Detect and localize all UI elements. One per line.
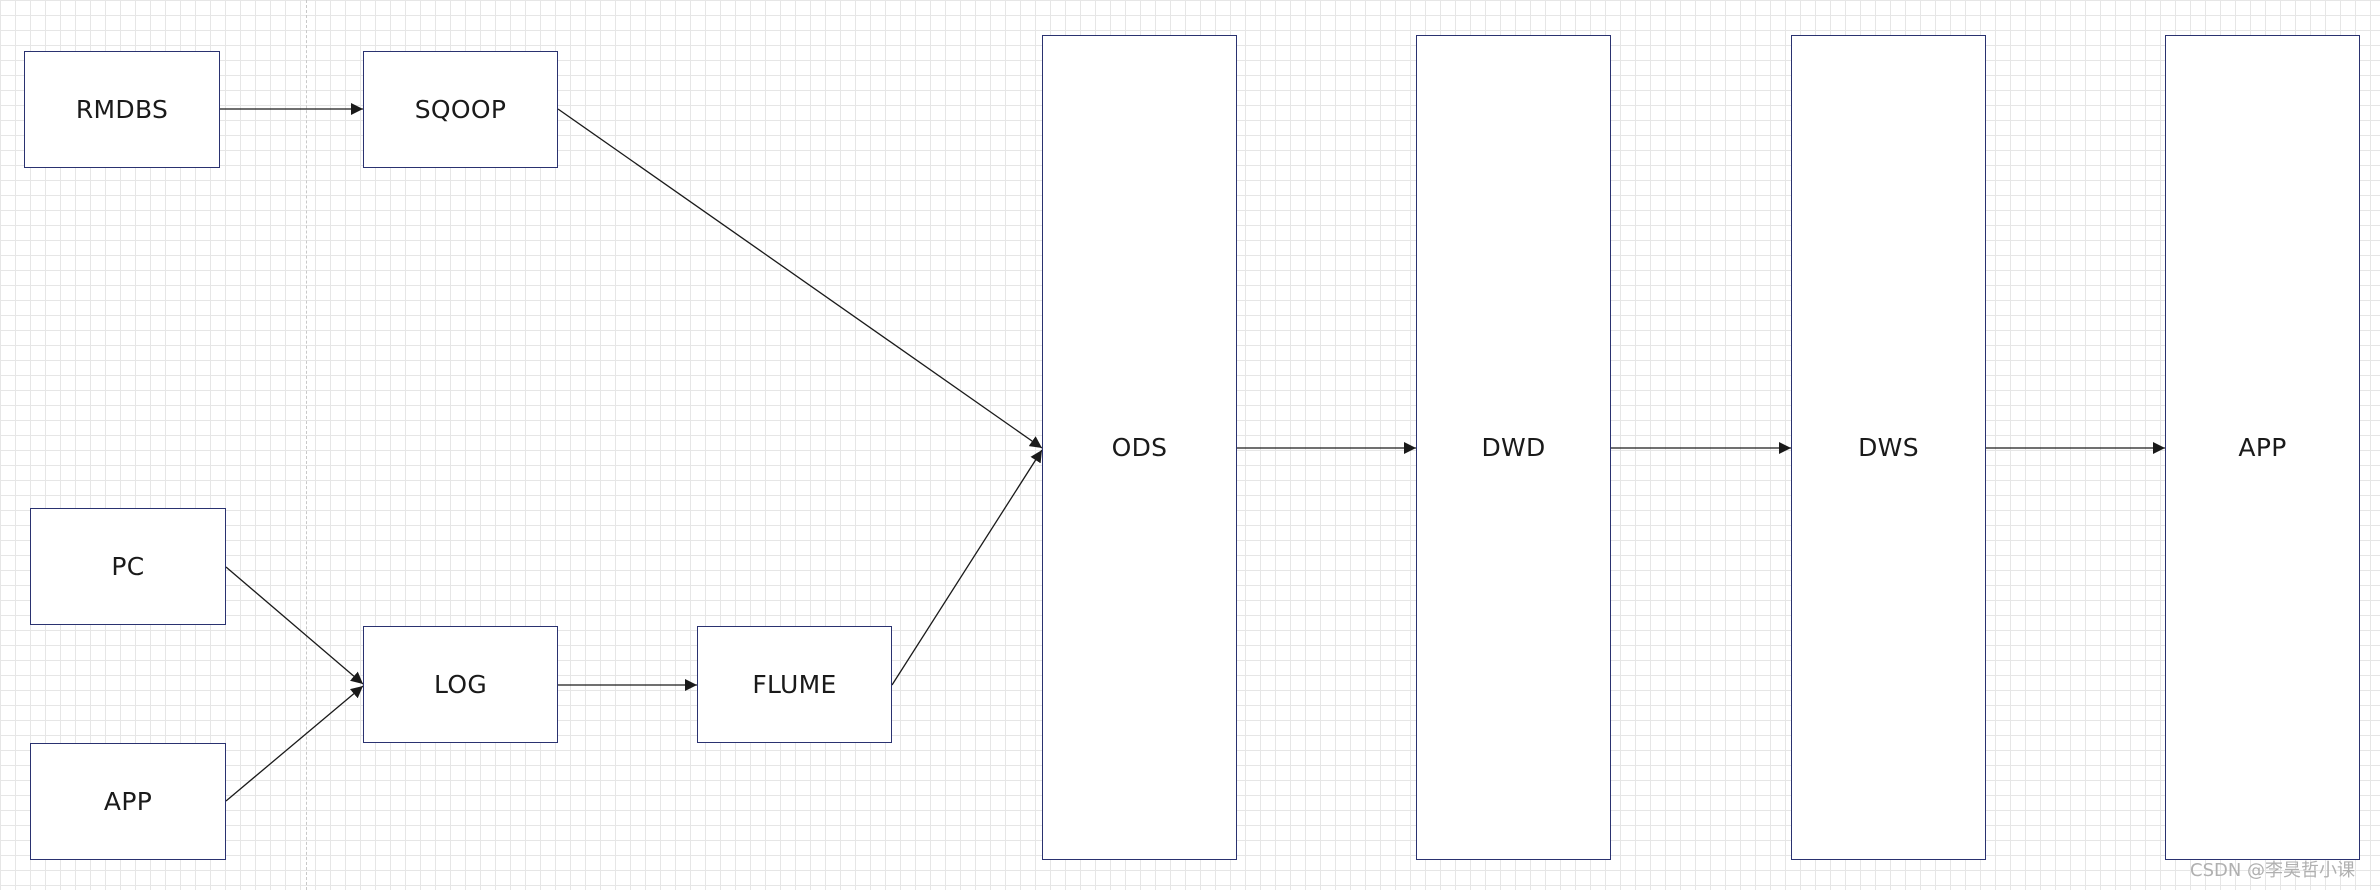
node-ods-label: ODS <box>1111 433 1168 462</box>
node-app-source-label: APP <box>103 787 153 816</box>
node-dwd[interactable]: DWD <box>1416 35 1611 860</box>
node-sqoop-label: SQOOP <box>414 95 507 124</box>
node-app-layer[interactable]: APP <box>2165 35 2360 860</box>
node-rmdbs-label: RMDBS <box>75 95 169 124</box>
watermark: CSDN @李昊哲小课 <box>2190 860 2356 881</box>
node-pc[interactable]: PC <box>30 508 226 625</box>
edge-pc-log <box>225 566 364 685</box>
edge-sqoop-ods <box>557 108 1043 449</box>
edge-app-log <box>225 685 364 802</box>
node-sqoop[interactable]: SQOOP <box>363 51 558 168</box>
node-log-label: LOG <box>434 670 487 699</box>
node-log[interactable]: LOG <box>363 626 558 743</box>
node-flume[interactable]: FLUME <box>697 626 892 743</box>
node-rmdbs[interactable]: RMDBS <box>24 51 220 168</box>
node-ods[interactable]: ODS <box>1042 35 1237 860</box>
node-app-layer-label: APP <box>2238 433 2287 462</box>
node-dws[interactable]: DWS <box>1791 35 1986 860</box>
node-dwd-label: DWD <box>1481 433 1546 462</box>
edge-flume-ods <box>891 449 1043 686</box>
node-dws-label: DWS <box>1858 433 1919 462</box>
node-pc-label: PC <box>111 552 145 581</box>
guide-line <box>306 0 307 890</box>
node-app-source[interactable]: APP <box>30 743 226 860</box>
node-flume-label: FLUME <box>752 670 837 699</box>
